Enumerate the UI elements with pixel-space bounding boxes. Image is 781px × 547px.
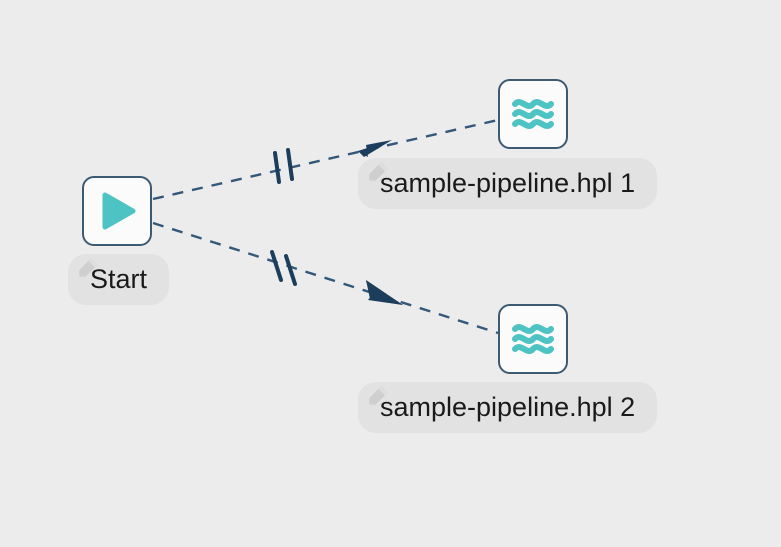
node-start[interactable] xyxy=(82,176,152,246)
pipeline-waves-icon xyxy=(512,99,554,129)
edge-hop-marks-icon xyxy=(273,148,294,184)
node-pipeline-2-label-text: sample-pipeline.hpl 2 xyxy=(380,392,636,422)
node-pipeline-2[interactable] xyxy=(498,304,568,374)
node-pipeline-2-label-pill[interactable]: sample-pipeline.hpl 2 xyxy=(358,382,658,433)
edge-arrowhead-fill-icon xyxy=(366,280,403,305)
edge-arrowhead-icon xyxy=(366,281,403,305)
edge-hop-marks-icon xyxy=(270,250,297,286)
pipeline-waves-icon xyxy=(512,324,554,354)
node-start-label-text: Start xyxy=(90,264,148,294)
edge-arrowhead-fill-icon xyxy=(358,140,392,157)
edge-arrowhead-icon xyxy=(360,140,392,157)
node-start-label-pill[interactable]: Start xyxy=(68,254,170,305)
node-pipeline-1-label-text: sample-pipeline.hpl 1 xyxy=(380,168,636,198)
play-triangle-icon xyxy=(102,192,136,230)
edge-line xyxy=(152,221,499,335)
node-pipeline-1[interactable] xyxy=(498,79,568,149)
node-pipeline-1-label-pill[interactable]: sample-pipeline.hpl 1 xyxy=(358,158,658,209)
edge-start-to-pipeline-2[interactable] xyxy=(152,221,499,335)
